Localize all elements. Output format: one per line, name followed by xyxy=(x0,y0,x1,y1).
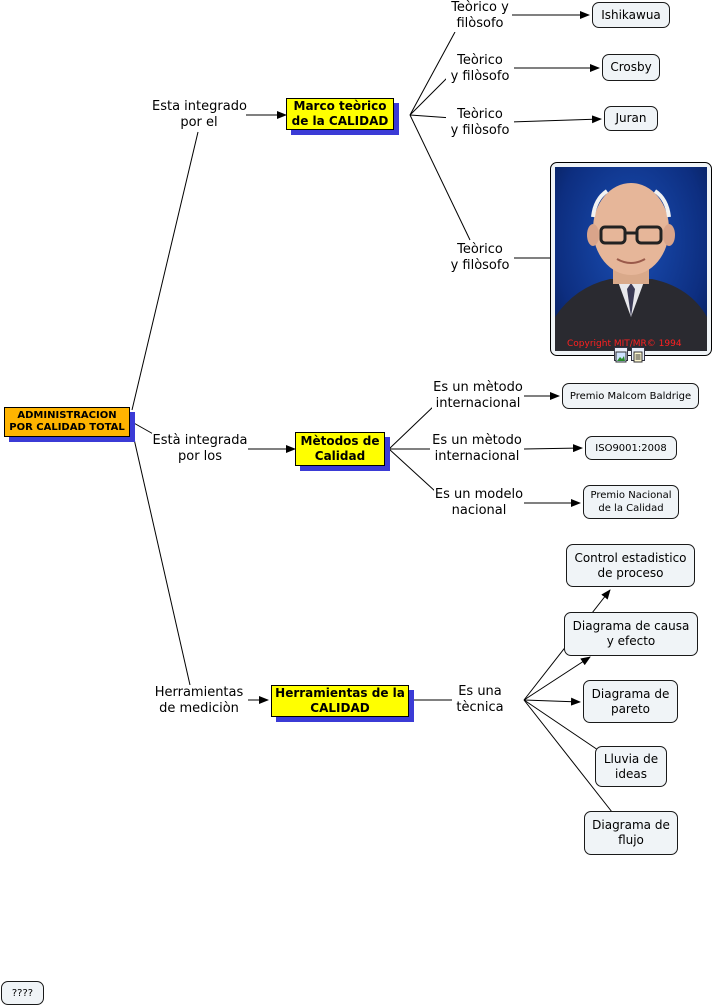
corner-button[interactable]: ???? xyxy=(1,981,44,1005)
leaf-premio-malcom-baldrige[interactable]: Premio Malcom Baldrige xyxy=(562,383,699,409)
leaf-ishikawua[interactable]: Ishikawua xyxy=(592,2,670,28)
portrait-illustration xyxy=(555,183,707,351)
image-icon[interactable] xyxy=(614,347,628,363)
document-icon[interactable] xyxy=(631,347,645,363)
root-line-2: POR CALIDAD TOTAL xyxy=(9,422,125,433)
portrait-photo: Copyright MIT/MR© 1994 xyxy=(555,167,707,351)
root-line-1: ADMINISTRACION xyxy=(17,410,117,421)
leaf-crosby[interactable]: Crosby xyxy=(602,54,660,81)
photo-copyright: Copyright MIT/MR© 1994 xyxy=(567,339,682,349)
leaf-juran[interactable]: Juran xyxy=(604,106,658,131)
leaf-iso9001[interactable]: ISO9001:2008 xyxy=(585,436,677,460)
deming-photo-node[interactable]: Copyright MIT/MR© 1994 xyxy=(550,162,712,356)
